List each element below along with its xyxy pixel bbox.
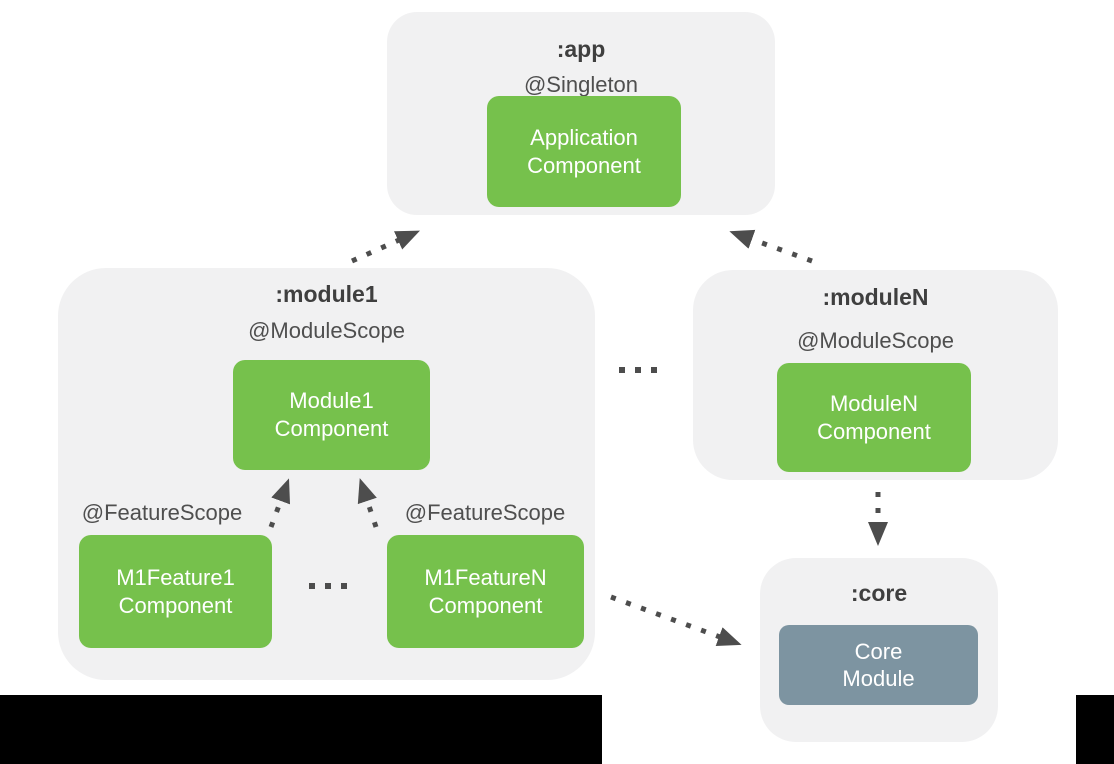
arrow-module1-to-app [350,230,420,264]
m1featuren-label-line2: Component [428,592,543,618]
m1featuren-component-box: M1FeatureN Component [387,535,584,648]
moduleN-title: :moduleN [822,284,929,310]
m1feature1-component-box: M1Feature1 Component [79,535,272,648]
core-module-label-line1: Core [854,639,903,664]
moduleN-component-label-line1: ModuleN [829,390,919,416]
core-container: :core Core Module [760,558,998,742]
m1featuren-label-line1: M1FeatureN [424,564,547,590]
app-singleton-scope-label: @Singleton [523,72,639,97]
module1-container: :module1 @ModuleScope Module1 Component … [58,268,595,680]
moduleN-scope-label: @ModuleScope [797,328,954,353]
module1-component-box: Module1 Component [233,360,430,470]
moduleN-component-label-line2: Component [817,418,931,444]
core-module-box: Core Module [779,625,978,705]
application-component-label-line2: Component [527,152,641,178]
module1-scope-label: @ModuleScope [248,318,405,343]
ellipsis-dots-between-modules [619,367,657,373]
arrow-moduleN-to-app [729,229,813,264]
app-container: :app @Singleton Application Component [387,12,775,215]
application-component-box: Application Component [487,96,681,207]
letterbox-bar-left [0,695,602,764]
module1-component-label-line1: Module1 [289,388,374,413]
feature-scope-label-right: @FeatureScope [404,500,566,525]
core-title: :core [850,580,908,606]
application-component-label-line1: Application [530,124,638,150]
arrow-module1-to-core [610,594,742,647]
moduleN-container: :moduleN @ModuleScope ModuleN Component [693,270,1058,480]
m1feature1-label-line2: Component [118,592,233,618]
feature-scope-label-left: @FeatureScope [81,500,243,525]
app-title: :app [556,36,606,62]
core-module-label-line2: Module [842,666,915,691]
moduleN-component-box: ModuleN Component [777,363,971,472]
module1-title: :module1 [275,281,378,307]
m1feature1-label-line1: M1Feature1 [116,564,235,590]
letterbox-bar-right [1076,695,1114,764]
module1-component-label-line2: Component [274,416,389,441]
